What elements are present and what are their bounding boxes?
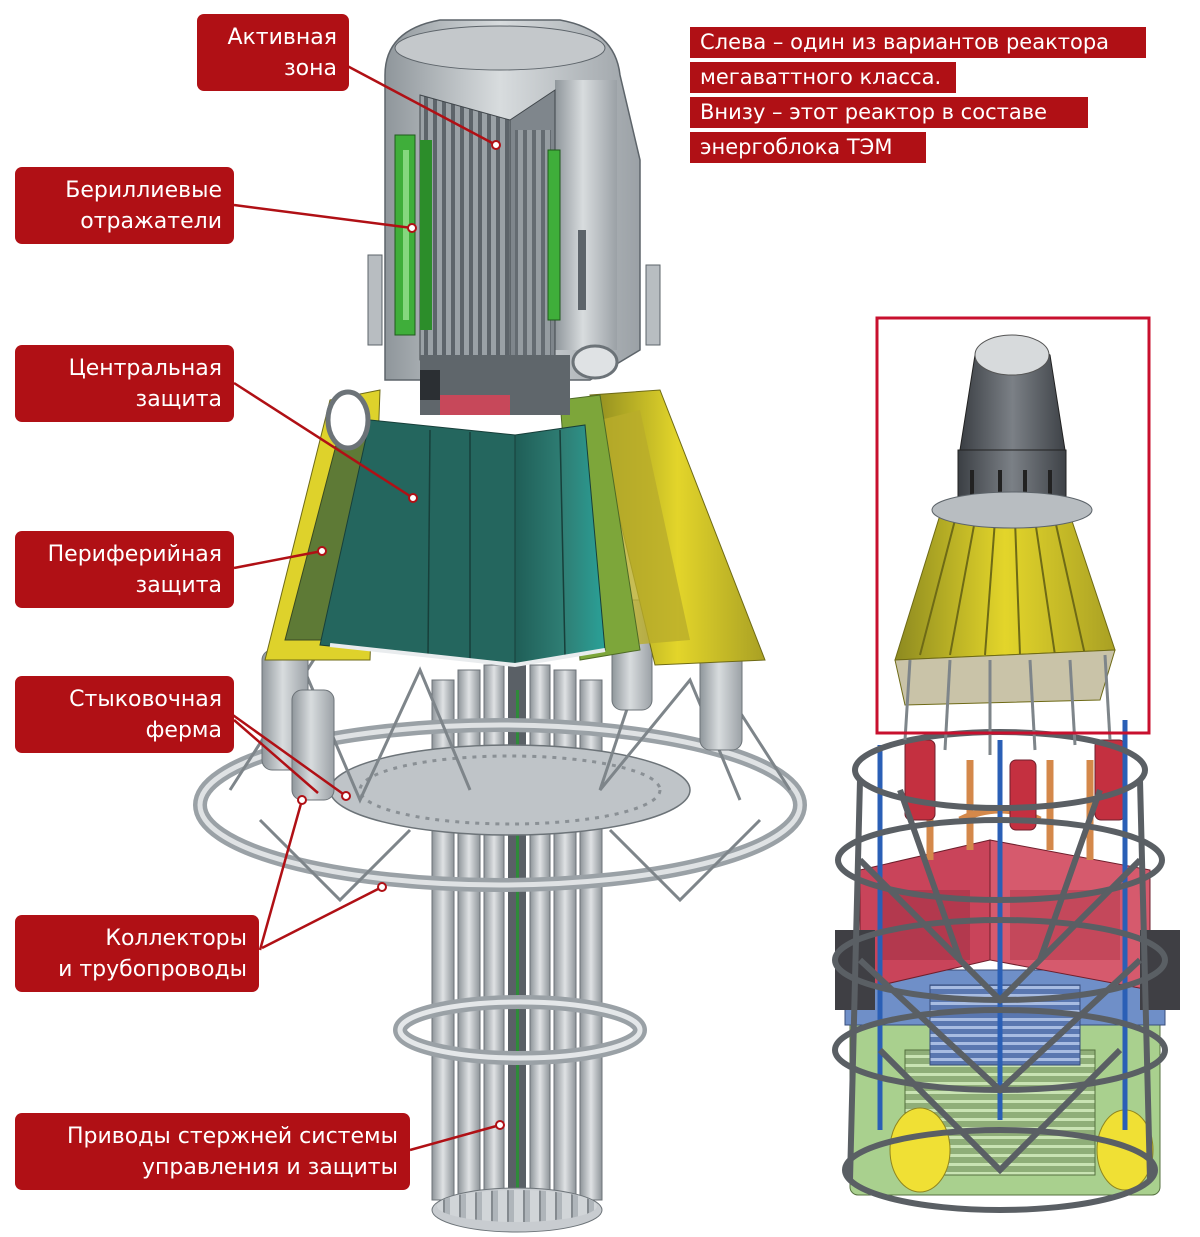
caption-line-2: мегаваттного класса. [690, 62, 956, 93]
label-line: Стыковочная [69, 687, 222, 712]
central-shield [319, 419, 606, 668]
leader-lines [229, 58, 501, 1152]
active-zone [419, 89, 556, 381]
label-collectors-pipes: Коллекторы и трубопроводы [15, 915, 259, 992]
label-line: защита [135, 573, 223, 598]
label-line: и трубопроводы [58, 957, 247, 982]
label-line: ферма [145, 718, 222, 743]
label-beryllium-reflectors: Бериллиевые отражатели [15, 167, 234, 244]
label-line: Бериллиевые [65, 178, 222, 203]
caption-line-4: энергоблока ТЭМ [690, 132, 926, 163]
reactor-vessel [325, 19, 661, 451]
label-line: Активная [227, 25, 337, 50]
label-active-zone: Активная зона [197, 14, 349, 91]
power-unit-tem [832, 316, 1180, 1213]
label-line: Периферийная [47, 542, 222, 567]
leader-dots [297, 140, 505, 1130]
label-central-shield: Центральная защита [15, 345, 234, 422]
reactor-assembly [193, 19, 807, 1233]
power-unit-reactor [931, 334, 1093, 529]
caption-line-3: Внизу – этот реактор в составе [690, 97, 1088, 128]
label-peripheral-shield: Периферийная защита [15, 531, 234, 608]
label-rod-drives: Приводы стержней системы управления и за… [15, 1113, 410, 1190]
power-unit-radiator-skirt [894, 514, 1116, 755]
label-line: отражатели [80, 209, 222, 234]
beryllium-reflectors [394, 134, 561, 336]
label-line: защита [135, 387, 223, 412]
label-line: Центральная [68, 356, 222, 381]
label-line: Приводы стержней системы [66, 1124, 398, 1149]
label-line: Коллекторы [105, 926, 247, 951]
collectors-and-pipes [193, 718, 807, 1065]
reactor-highlight-frame [875, 316, 1151, 735]
caption-line-1: Слева – один из вариантов реактора [690, 27, 1146, 58]
label-line: зона [283, 56, 337, 81]
label-line: управления и защиты [142, 1155, 398, 1180]
label-docking-truss: Стыковочная ферма [15, 676, 234, 753]
